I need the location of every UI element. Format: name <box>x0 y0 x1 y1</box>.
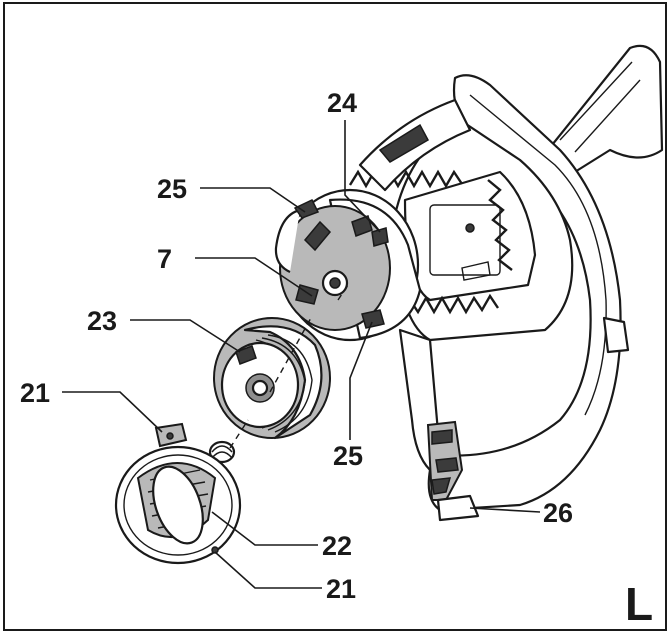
leader-21-top <box>62 391 163 433</box>
leader-23 <box>130 319 241 353</box>
spool-cover-part-22 <box>114 422 242 565</box>
leader-25-top <box>200 187 306 213</box>
spool-housing-part-7 <box>274 188 422 342</box>
leader-22 <box>211 511 318 546</box>
leader-lines <box>62 120 541 589</box>
guard-assembly <box>348 44 664 522</box>
spool-part-23 <box>213 317 331 440</box>
guard-tab <box>602 316 630 354</box>
callouts: 24 25 7 23 21 25 26 22 21 <box>20 88 573 604</box>
callout-25-top: 25 <box>157 174 187 204</box>
callout-21-top: 21 <box>20 378 50 408</box>
figure-frame <box>3 2 667 631</box>
callout-25-bottom: 25 <box>333 441 363 471</box>
leader-7 <box>195 257 313 297</box>
figure-letter: L <box>625 578 653 630</box>
lock-catch <box>371 227 389 247</box>
assembly-axis <box>229 281 351 449</box>
guard-shell <box>427 74 622 512</box>
callout-21-bottom: 21 <box>326 574 356 604</box>
callout-26: 26 <box>543 498 573 528</box>
line-eyelet-upper <box>274 208 301 273</box>
cover-knob <box>152 465 204 545</box>
ventilation-teeth-top <box>348 169 463 189</box>
callout-22: 22 <box>322 531 352 561</box>
leader-25-bottom <box>349 321 373 440</box>
line-eyelet-lower <box>361 309 385 329</box>
callout-23: 23 <box>87 306 117 336</box>
shaft-housing <box>546 44 664 177</box>
leader-21-bottom <box>214 551 322 589</box>
cutter-mount <box>436 494 480 522</box>
leader-24 <box>344 120 381 233</box>
ventilation-teeth-bottom <box>409 293 499 315</box>
spring <box>208 440 236 464</box>
leader-26 <box>469 507 541 513</box>
callout-7: 7 <box>157 244 172 274</box>
callout-24: 24 <box>327 88 357 118</box>
